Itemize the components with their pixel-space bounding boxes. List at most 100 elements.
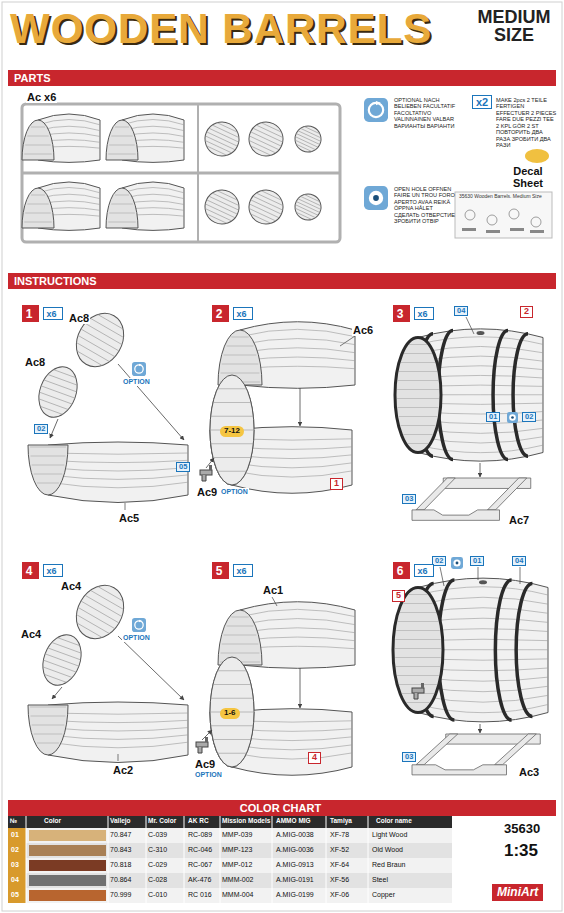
stave-line bbox=[38, 188, 100, 193]
brand-logo: MiniArt bbox=[492, 884, 543, 901]
row-number-cell bbox=[8, 843, 26, 858]
barrel-half bbox=[106, 182, 184, 230]
leader-line bbox=[272, 597, 277, 606]
plank-line bbox=[404, 353, 432, 354]
color-callout: 05 bbox=[176, 462, 190, 472]
stave-line bbox=[240, 329, 355, 336]
row-number: 02 bbox=[11, 846, 19, 854]
table-row bbox=[8, 828, 452, 843]
color-name: Old Wood bbox=[372, 846, 403, 854]
decal-callout: 1-6 bbox=[220, 708, 240, 719]
step-number: 5 bbox=[212, 562, 229, 579]
bung-hole bbox=[479, 580, 487, 584]
plank-line bbox=[39, 399, 68, 410]
color-callout: 04 bbox=[512, 556, 526, 566]
barrel-end bbox=[218, 330, 262, 385]
catalog-number: 35630 bbox=[504, 822, 540, 836]
barrel-half bbox=[22, 114, 100, 162]
barrel-half bbox=[106, 114, 184, 162]
plank-line bbox=[212, 193, 239, 205]
plank-line bbox=[249, 208, 276, 220]
part-number: Ac1 bbox=[262, 584, 284, 596]
color-swatch bbox=[29, 890, 106, 901]
table-cell: A.MIG-0199 bbox=[276, 891, 314, 899]
leader-line bbox=[520, 567, 521, 584]
stave-line bbox=[418, 597, 548, 604]
barrel-hoop bbox=[495, 580, 511, 720]
stave-line bbox=[48, 460, 188, 462]
plank-line bbox=[115, 127, 129, 128]
barrel-end bbox=[395, 338, 441, 453]
color-callout: 03 bbox=[402, 752, 416, 762]
guide-arrow bbox=[480, 463, 481, 477]
table-row bbox=[8, 873, 452, 888]
plank-line bbox=[217, 471, 246, 472]
row-number-cell bbox=[8, 873, 26, 888]
stave-line bbox=[48, 713, 188, 714]
disc-face bbox=[243, 184, 288, 229]
color-name: Copper bbox=[372, 891, 395, 899]
stand-crossbar bbox=[416, 478, 455, 510]
plank-line bbox=[30, 716, 65, 717]
plank-line bbox=[261, 123, 281, 133]
barrel-end bbox=[393, 588, 443, 713]
barrel-end-disc bbox=[210, 657, 254, 767]
plank-line bbox=[57, 638, 79, 646]
plank-line bbox=[398, 407, 439, 408]
table-header-cell: № bbox=[10, 817, 17, 824]
disc-face bbox=[67, 305, 133, 375]
guide-arrow bbox=[300, 388, 301, 426]
barrel-end-disc bbox=[291, 190, 326, 225]
table-cell: MMP-039 bbox=[222, 831, 252, 839]
plank-line bbox=[222, 644, 259, 645]
table-divider bbox=[326, 815, 327, 903]
table-cell: C-028 bbox=[148, 876, 167, 884]
section-band: COLOR CHART bbox=[8, 800, 556, 816]
plank-line bbox=[304, 127, 320, 134]
guide-arrow bbox=[202, 730, 212, 740]
open-hole-icon bbox=[364, 186, 388, 210]
step-multiplier: x6 bbox=[414, 564, 434, 577]
table-cell: XF-78 bbox=[330, 831, 349, 839]
table-cell: MMP-012 bbox=[222, 861, 252, 869]
leader-line bbox=[466, 317, 474, 334]
row-number-cell bbox=[8, 828, 26, 843]
table-row bbox=[8, 843, 452, 858]
plank-line bbox=[30, 707, 66, 708]
plank-line bbox=[43, 667, 72, 678]
decal-item bbox=[462, 228, 476, 231]
barrel-half bbox=[22, 182, 100, 230]
step-number: 6 bbox=[393, 562, 410, 579]
node-text: 3 bbox=[397, 307, 404, 321]
stave-line bbox=[232, 745, 352, 750]
table-header-cell: Tamiya bbox=[330, 817, 352, 824]
table-cell: MMP-123 bbox=[222, 846, 252, 854]
barrel-body bbox=[48, 442, 188, 503]
bung-hole bbox=[477, 331, 485, 335]
plank-line bbox=[91, 590, 124, 609]
plank-line bbox=[77, 343, 110, 362]
icon-ground bbox=[507, 412, 518, 423]
plank-line bbox=[213, 402, 251, 403]
plank-line bbox=[206, 214, 226, 224]
tap-body bbox=[412, 688, 424, 693]
plank-line bbox=[109, 145, 135, 146]
plank-line bbox=[37, 483, 59, 484]
step-number: 1 bbox=[22, 305, 39, 322]
plank-line bbox=[78, 607, 115, 628]
plank-line bbox=[217, 123, 237, 133]
icon-dot bbox=[511, 416, 514, 419]
stave-line bbox=[48, 482, 188, 488]
color-swatch bbox=[29, 845, 106, 856]
table-cell: XF-64 bbox=[330, 861, 349, 869]
stave-line bbox=[122, 120, 184, 125]
plank-line bbox=[217, 670, 246, 671]
tap-handle bbox=[209, 465, 212, 470]
plank-line bbox=[81, 601, 119, 623]
node-text: x6 bbox=[236, 566, 246, 576]
plank-line bbox=[401, 362, 435, 363]
leader-line bbox=[478, 567, 479, 580]
plank-line bbox=[399, 371, 437, 372]
plank-line bbox=[212, 125, 239, 137]
